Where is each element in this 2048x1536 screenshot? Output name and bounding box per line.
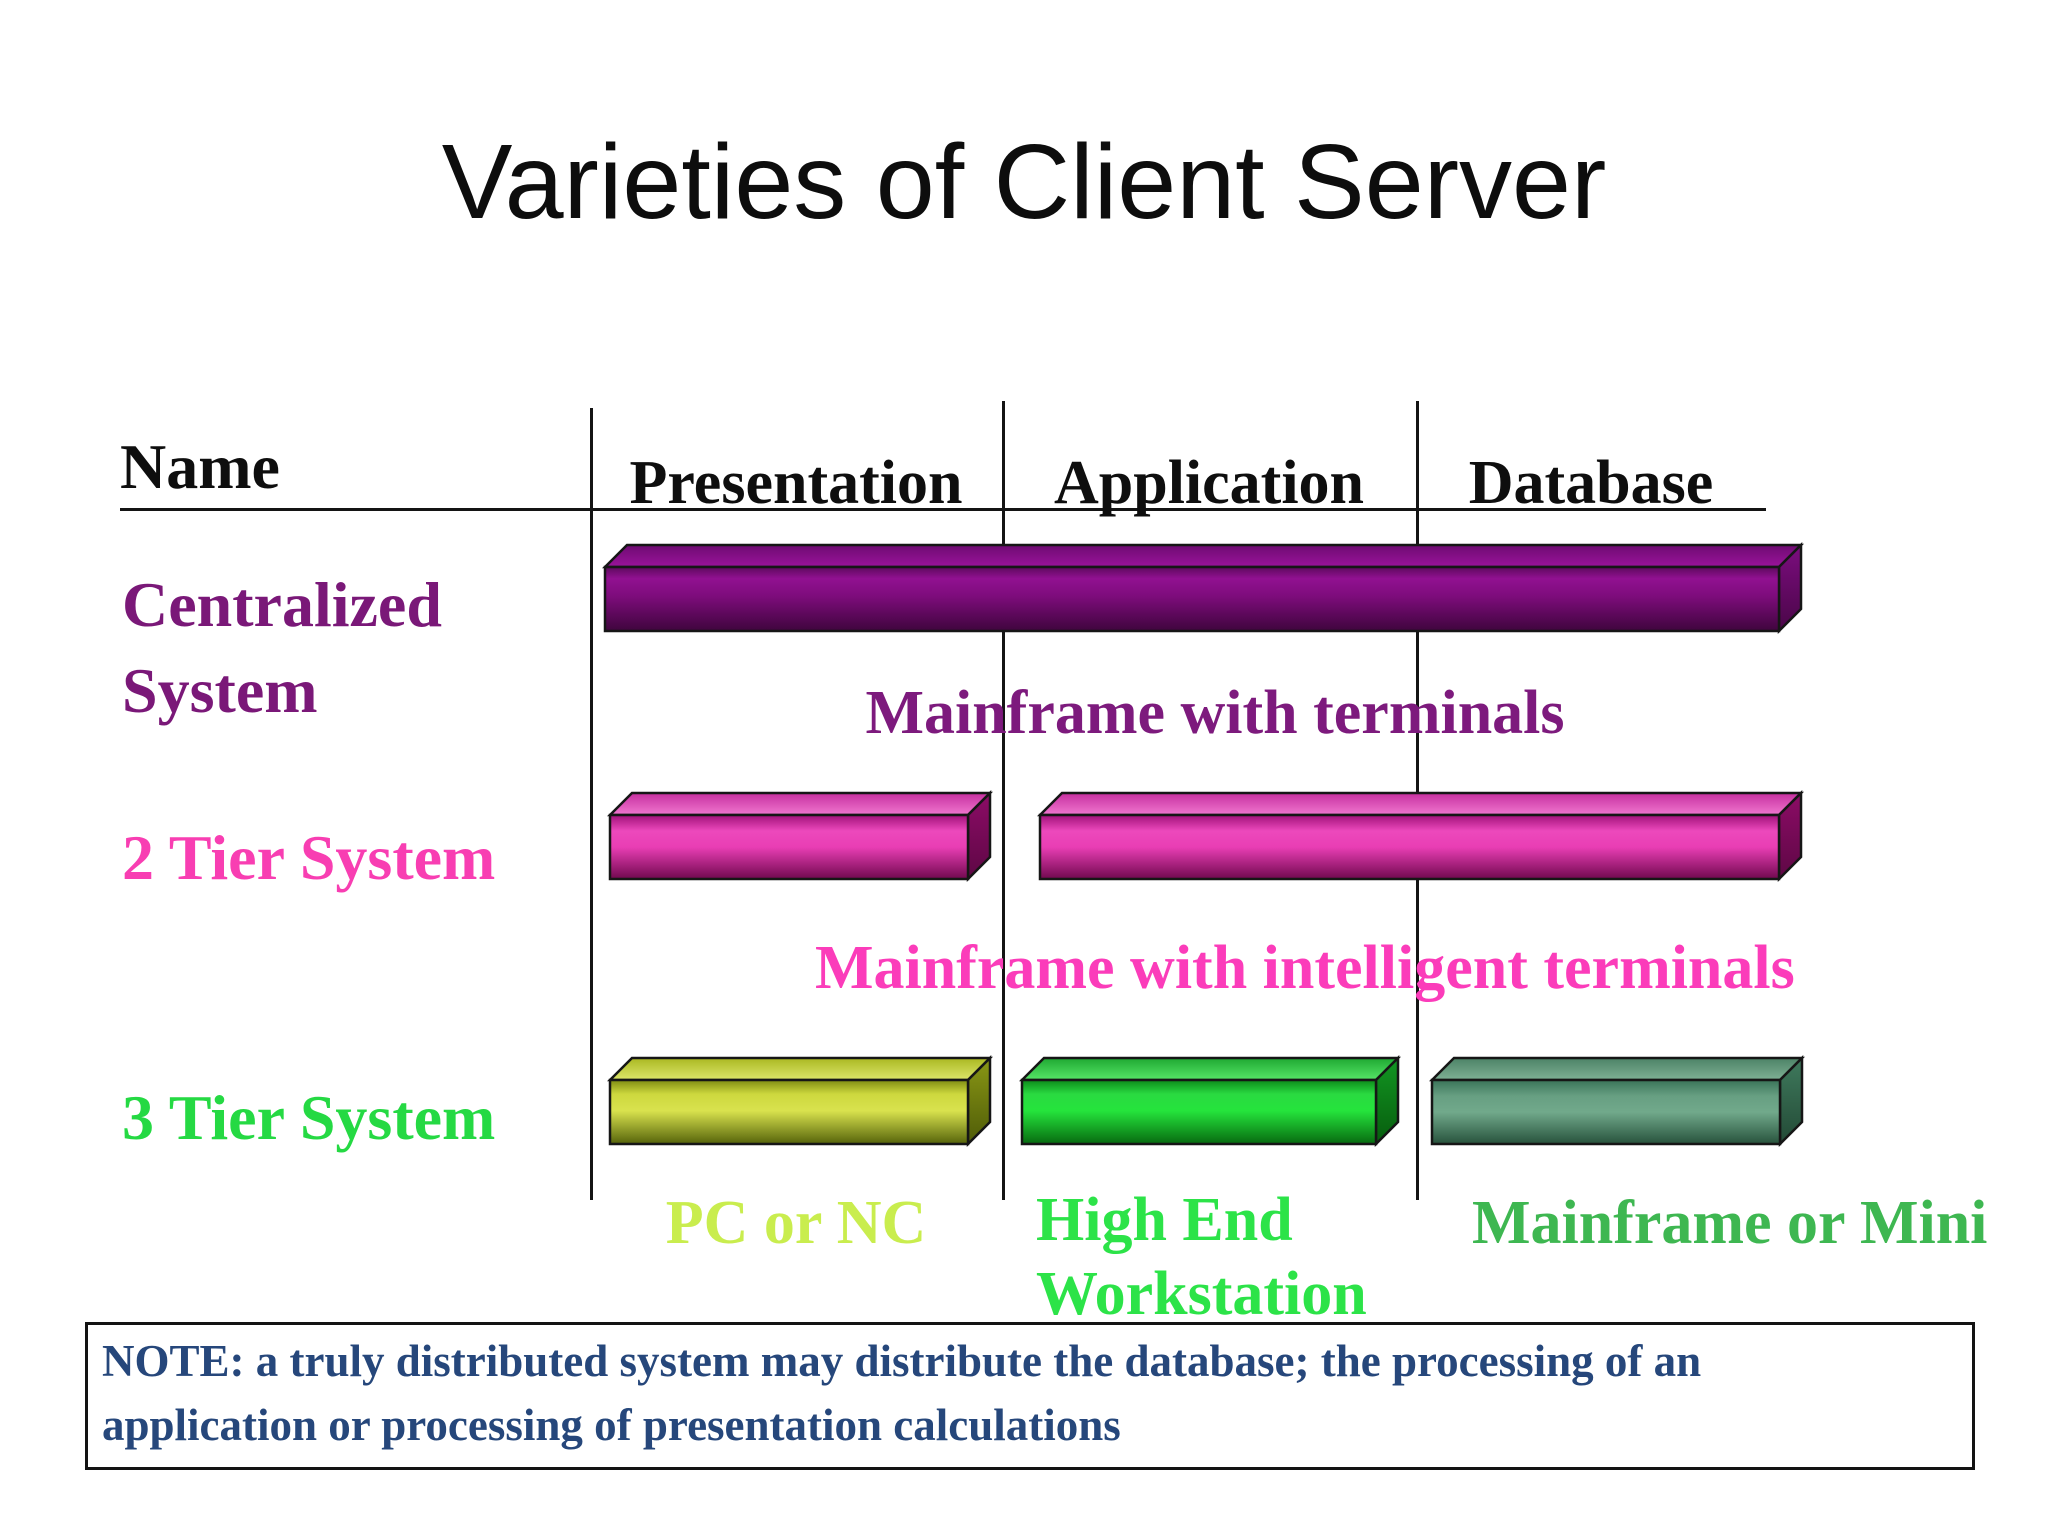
column-header-presentation: Presentation bbox=[629, 449, 963, 517]
row-label-centralized-system: Centralized System bbox=[122, 569, 442, 726]
tier3-database-bar bbox=[1428, 1054, 1806, 1148]
note-box: NOTE: a truly distributed system may dis… bbox=[85, 1322, 1975, 1470]
row-label-2-tier-system: 2 Tier System bbox=[122, 822, 496, 893]
caption-mainframe-with-terminals: Mainframe with terminals bbox=[865, 679, 1565, 747]
row-label-3-tier-system: 3 Tier System bbox=[122, 1082, 496, 1153]
tier3-presentation-bar bbox=[606, 1054, 994, 1148]
caption-mainframe-with-intelligent-terminals: Mainframe with intelligent terminals bbox=[815, 934, 1795, 1002]
mainframe-with-terminals-bar bbox=[601, 541, 1805, 635]
caption-mainframe-or-mini: Mainframe or Mini bbox=[1472, 1189, 1988, 1257]
tier2-presentation-bar bbox=[606, 789, 994, 883]
note-line-1: NOTE: a truly distributed system may dis… bbox=[102, 1336, 1702, 1386]
caption-pc-or-nc: PC or NC bbox=[665, 1189, 927, 1257]
caption-high-end-workstation: High End Workstation bbox=[1036, 1186, 1367, 1328]
column-header-name: Name bbox=[120, 431, 280, 502]
header-underline bbox=[120, 508, 1766, 511]
slide-title: Varieties of Client Server bbox=[441, 123, 1607, 241]
tier2-application-database-bar bbox=[1036, 789, 1805, 883]
column-header-application: Application bbox=[1053, 449, 1365, 517]
tier3-application-bar bbox=[1018, 1054, 1402, 1148]
column-divider-presentation-application bbox=[1002, 401, 1005, 1200]
column-header-database: Database bbox=[1468, 449, 1714, 517]
column-divider-name-presentation bbox=[590, 408, 593, 1200]
note-line-2: application or processing of presentatio… bbox=[102, 1400, 1121, 1450]
